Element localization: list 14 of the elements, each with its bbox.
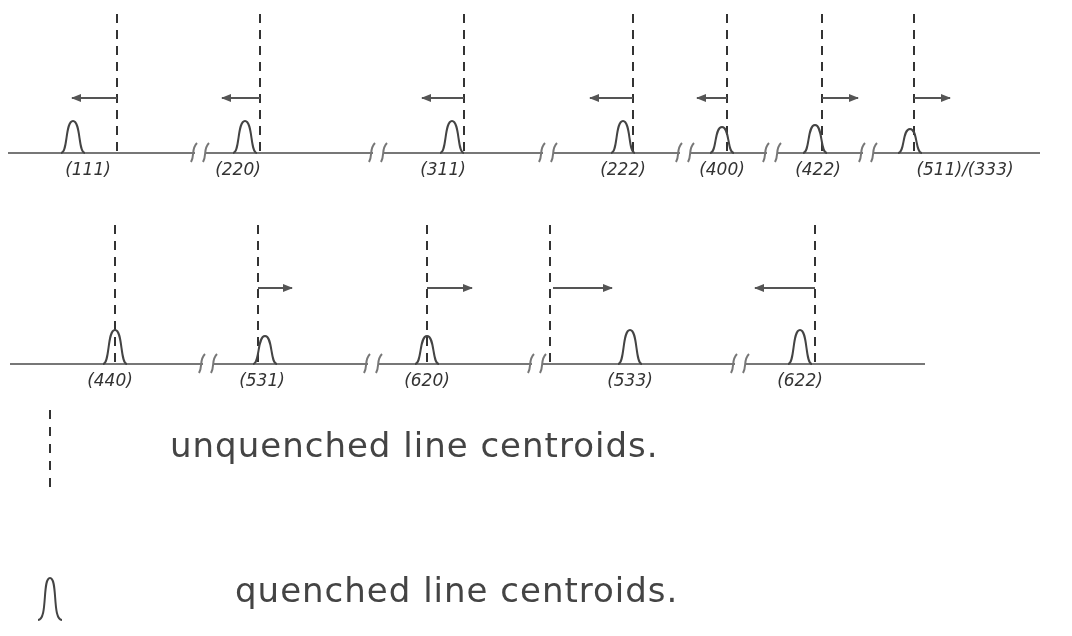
miller-index-label: (220)	[215, 159, 261, 179]
miller-index-label: (531)	[239, 370, 285, 390]
miller-index-label: (511)/(333)	[916, 159, 1014, 179]
miller-index-label: (622)	[777, 370, 823, 390]
miller-index-label: (311)	[420, 159, 466, 179]
miller-index-label: (422)	[795, 159, 841, 179]
miller-index-label: (533)	[607, 370, 653, 390]
miller-index-label: (111)	[65, 159, 111, 179]
legend-text: quenched line centroids.	[235, 570, 679, 610]
miller-index-label: (222)	[600, 159, 646, 179]
miller-index-label: (440)	[87, 370, 133, 390]
miller-index-label: (620)	[404, 370, 450, 390]
miller-index-label: (400)	[699, 159, 745, 179]
legend-text: unquenched line centroids.	[170, 425, 659, 465]
